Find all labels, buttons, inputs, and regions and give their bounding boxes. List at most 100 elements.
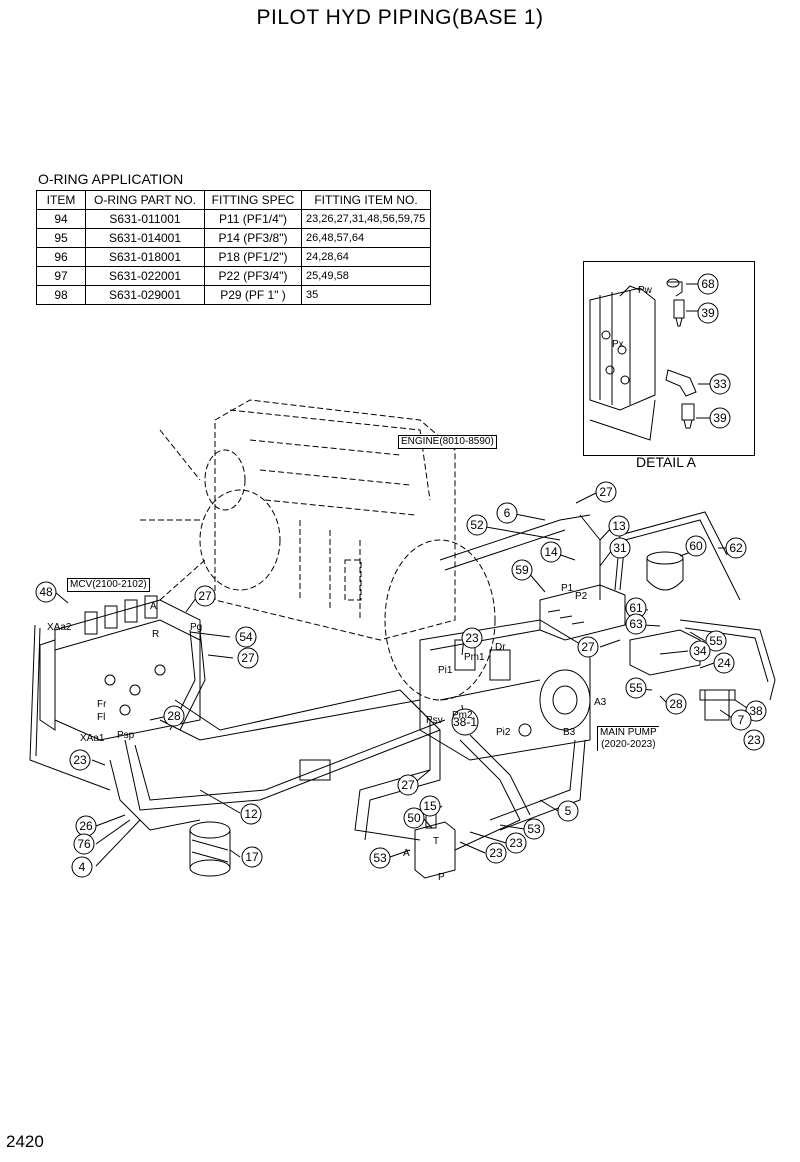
port-label-t: T <box>433 836 439 847</box>
port-label-r: R <box>152 629 159 640</box>
callout-bubble <box>496 502 518 524</box>
column-header-part-no: O-RING PART NO. <box>85 190 205 210</box>
port-label-b3: B3 <box>563 727 576 738</box>
callout-14: 14 <box>540 541 562 563</box>
table-row: 98 S631-029001 P29 (PF 1" ) 35 <box>36 285 431 305</box>
callout-52: 52 <box>466 514 488 536</box>
detail-callout-39-upper: 39 <box>701 306 715 320</box>
callout-27: 27 <box>194 585 216 607</box>
callout-bubble <box>665 693 687 715</box>
detail-a-elbow-fitting-33 <box>665 369 697 397</box>
port-label-pm1: Pm1 <box>464 652 485 663</box>
callout-76: 76 <box>73 833 95 855</box>
callout-number: 26 <box>79 819 93 833</box>
detail-a-callouts: 68 39 33 39 Pw Px <box>612 273 731 429</box>
callout-bubble <box>466 514 488 536</box>
callout-number: 15 <box>423 799 437 813</box>
callout-23: 23 <box>69 749 91 771</box>
callout-bubble <box>419 795 441 817</box>
engine-outline <box>140 399 496 701</box>
page-number: 2420 <box>6 1132 44 1151</box>
port-label-pi2: Pi2 <box>496 727 511 738</box>
callout-bubble <box>235 626 257 648</box>
port-label-xaa2: XAa2 <box>47 622 72 633</box>
port-label-psv: Psv <box>426 715 443 726</box>
detail-a-plug-39-lower <box>681 403 695 429</box>
callout-number: 76 <box>77 837 91 851</box>
cell-part-no: S631-029001 <box>85 285 205 305</box>
port-label-p1: P1 <box>561 583 574 594</box>
mcv-tag: MCV(2100-2102) <box>67 578 150 592</box>
detail-a-elbow-fitting-68 <box>666 278 683 297</box>
callout-bubble <box>685 535 707 557</box>
callout-23: 23 <box>743 729 765 751</box>
mcv-control-valve <box>39 595 201 741</box>
callout-38-1: 38-1 <box>451 708 479 736</box>
callout-6: 6 <box>496 502 518 524</box>
callout-48: 48 <box>35 581 57 603</box>
port-label-layer: XAa2XAa1PgPspFrFlRP1P2Pm1Pm2PsvPi1Pi2DrA… <box>47 583 607 883</box>
callout-bubble <box>595 481 617 503</box>
callout-50: 50 <box>403 807 425 829</box>
callout-23: 23 <box>485 842 507 864</box>
cell-item: 98 <box>36 285 86 305</box>
port-label-a3: A3 <box>594 697 607 708</box>
callout-bubble <box>505 832 527 854</box>
callout-number: 38-1 <box>453 715 477 729</box>
callout-number: 23 <box>747 733 761 747</box>
page-title: PILOT HYD PIPING(BASE 1) <box>256 6 544 29</box>
callout-number: 6 <box>504 506 511 520</box>
callout-bubble <box>713 652 735 674</box>
callout-bubble <box>689 640 711 662</box>
port-label-psp: Psp <box>117 730 135 741</box>
callout-bubble <box>725 537 747 559</box>
oring-application-table: ITEM O-RING PART NO. FITTING SPEC FITTIN… <box>36 190 431 305</box>
cell-item: 97 <box>36 266 86 286</box>
callout-number: 27 <box>401 778 415 792</box>
callout-number: 38 <box>749 704 763 718</box>
callout-bubble <box>69 749 91 771</box>
callout-number: 14 <box>544 545 558 559</box>
callout-number: 55 <box>629 681 643 695</box>
port-label-fl: Fl <box>97 712 105 723</box>
callout-27: 27 <box>237 647 259 669</box>
callout-number: 55 <box>709 634 723 648</box>
callout-number: 12 <box>244 807 258 821</box>
callout-number: 5 <box>565 804 572 818</box>
callout-bubble <box>403 807 425 829</box>
callout-23: 23 <box>461 627 483 649</box>
callout-number: 4 <box>79 860 86 874</box>
detail-a-valve-block <box>589 285 656 441</box>
callout-60: 60 <box>685 535 707 557</box>
callout-bubble <box>557 800 579 822</box>
callout-61: 61 <box>625 597 647 619</box>
callout-bubble <box>540 541 562 563</box>
callout-55: 55 <box>705 630 727 652</box>
callout-bubble <box>625 613 647 635</box>
callout-number: 23 <box>465 631 479 645</box>
hose-clamp-coil <box>189 821 231 877</box>
callout-63: 63 <box>625 613 647 635</box>
main-pump <box>419 619 591 761</box>
main-pump-tag-line1: MAIN PUMP <box>600 727 657 738</box>
callout-31: 31 <box>609 537 631 559</box>
callout-59: 59 <box>511 559 533 581</box>
callout-bubble <box>625 677 647 699</box>
port-label-pm2: Pm2 <box>452 710 473 721</box>
callout-5: 5 <box>557 800 579 822</box>
main-pump-tag: MAIN PUMP (2020-2023) <box>597 726 659 751</box>
callout-53: 53 <box>523 818 545 840</box>
callout-bubble <box>240 803 262 825</box>
callout-bubble <box>73 833 95 855</box>
callout-number: 53 <box>527 822 541 836</box>
cell-fitting-item-no: 24,28,64 <box>301 247 431 267</box>
callout-number: 62 <box>729 541 743 555</box>
callout-bubble <box>485 842 507 864</box>
callout-number: 27 <box>581 640 595 654</box>
detail-callout-33: 33 <box>713 377 727 391</box>
callout-62: 62 <box>725 537 747 559</box>
port-label-p: P <box>438 872 445 883</box>
callout-number: 17 <box>245 850 259 864</box>
detail-callout-39-lower: 39 <box>713 411 727 425</box>
cell-fitting-item-no: 23,26,27,31,48,56,59,75 <box>301 209 431 229</box>
